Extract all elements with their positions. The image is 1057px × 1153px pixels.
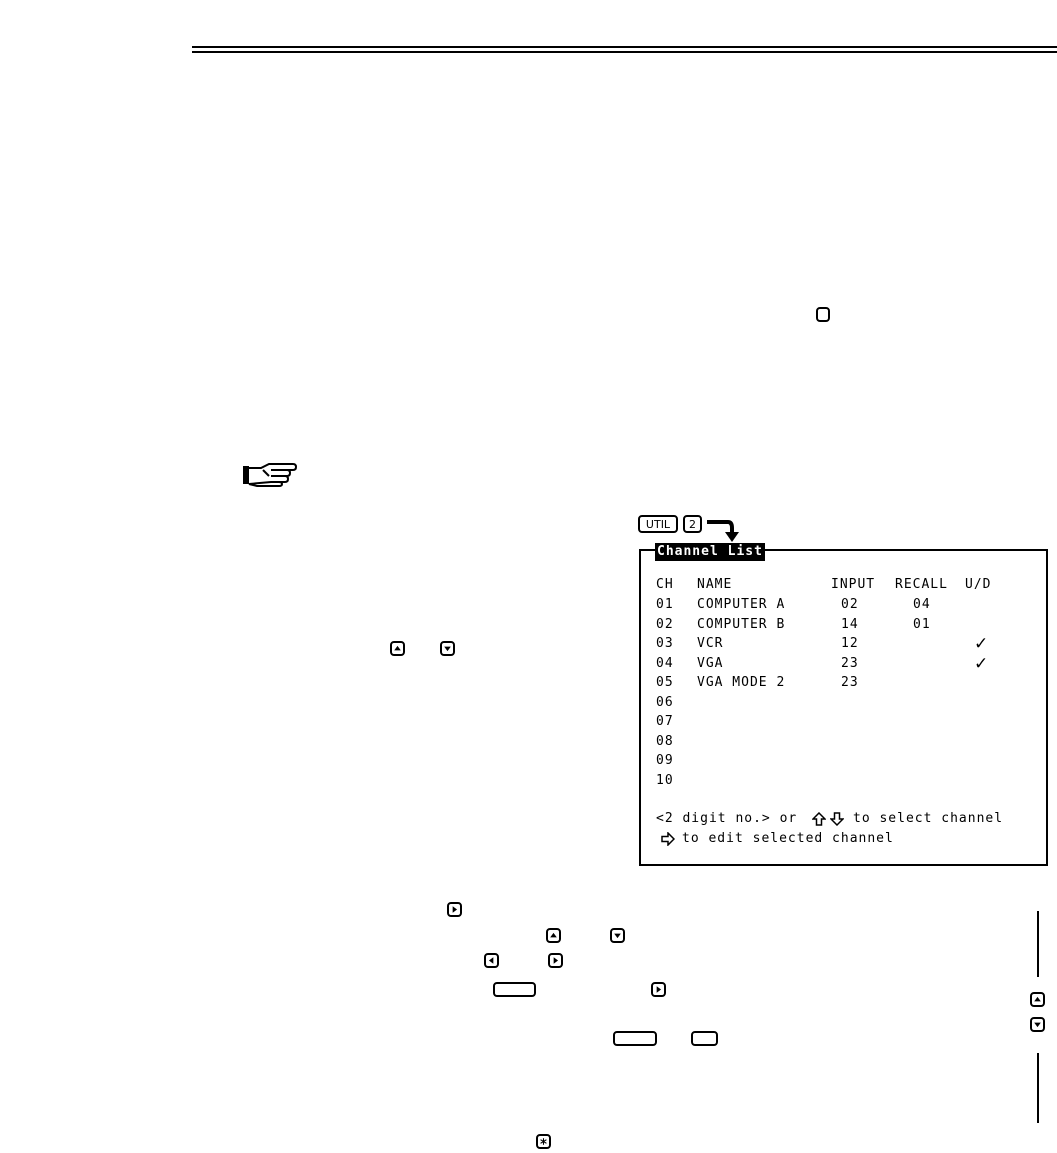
cell-ud: ✓ — [974, 653, 990, 674]
asterisk-key-icon — [536, 1134, 551, 1149]
help-line-2: to edit selected channel — [656, 829, 893, 849]
cell-ch: 06 — [656, 694, 674, 710]
col-recall: RECALL — [895, 577, 948, 592]
right-key-icon — [447, 902, 462, 917]
util-key-label: UTIL — [645, 517, 671, 531]
blank-wide-key-icon — [493, 982, 536, 997]
cell-ch: 09 — [656, 753, 674, 768]
cell-recall: 04 — [913, 597, 931, 612]
help-text-select-suffix: to select channel — [853, 811, 1004, 826]
cell-ch: 04 — [656, 655, 674, 671]
cell-ch: 05 — [656, 675, 674, 690]
two-key-label: 2 — [689, 517, 696, 531]
col-input: INPUT — [831, 577, 876, 592]
cell-ch: 03 — [656, 636, 674, 651]
pointing-hand-icon — [243, 463, 297, 487]
cell-ch: 07 — [656, 714, 674, 729]
cell-ch: 01 — [656, 597, 674, 612]
help-text-select-prefix: <2 digit no.> or — [656, 811, 798, 826]
cell-ch: 08 — [656, 733, 674, 749]
right-key-icon — [651, 982, 666, 997]
cell-input: 23 — [841, 675, 859, 690]
header-rule-top — [192, 46, 1057, 48]
cell-input: 14 — [841, 616, 859, 632]
cell-input: 12 — [841, 636, 859, 651]
help-line-1: <2 digit no.> or to select channel — [656, 809, 1002, 829]
column-header-row: CH NAME INPUT RECALL U/D — [656, 575, 990, 595]
cell-recall: 01 — [913, 616, 931, 632]
col-ud: U/D — [965, 577, 992, 592]
up-key-icon — [1030, 992, 1045, 1007]
up-key-icon — [546, 928, 561, 943]
cell-ud: ✓ — [974, 634, 990, 654]
cell-name: VGA MODE 2 — [697, 675, 786, 690]
header-rule-bottom — [192, 51, 1057, 53]
margin-bar-bottom — [1037, 1053, 1039, 1123]
down-key-icon — [1030, 1017, 1045, 1032]
square-key-icon — [816, 307, 830, 322]
cell-ch: 02 — [656, 616, 674, 632]
channel-list-screen — [639, 549, 1048, 866]
down-key-icon — [440, 641, 455, 656]
cell-name: COMPUTER B — [697, 616, 786, 632]
left-key-icon — [484, 953, 499, 968]
cell-name: VGA — [697, 655, 724, 671]
margin-bar-top — [1037, 911, 1039, 977]
right-key-icon — [548, 953, 563, 968]
right-arrow-outline-icon — [661, 832, 675, 846]
down-arrow-outline-icon — [830, 812, 844, 826]
util-key: UTIL — [638, 515, 678, 533]
help-text-edit: to edit selected channel — [682, 831, 894, 846]
down-key-icon — [610, 928, 625, 943]
up-key-icon — [390, 641, 405, 656]
arrow-down-right-icon — [707, 520, 739, 542]
cell-name: VCR — [697, 636, 724, 651]
blank-wide-key-icon — [613, 1031, 657, 1046]
two-key: 2 — [683, 515, 702, 533]
col-ch: CH — [656, 577, 674, 592]
screen-title: Channel List — [655, 543, 765, 561]
up-arrow-outline-icon — [812, 812, 826, 826]
cell-input: 23 — [841, 655, 859, 671]
col-name: NAME — [697, 577, 733, 592]
cell-ch: 10 — [656, 772, 674, 788]
cell-input: 02 — [841, 597, 859, 612]
blank-key-icon — [691, 1031, 718, 1046]
cell-name: COMPUTER A — [697, 597, 786, 612]
